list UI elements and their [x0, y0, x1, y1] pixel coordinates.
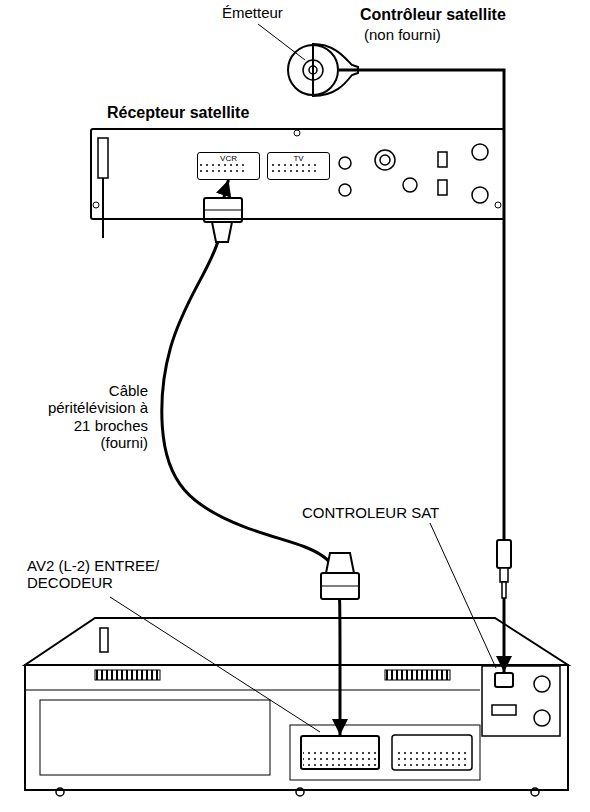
- antenna-socket: [380, 155, 390, 165]
- jack-plug-tip: [502, 582, 506, 598]
- cable: [162, 180, 340, 735]
- emitter-lens: [303, 60, 323, 80]
- screw: [294, 130, 300, 136]
- panel-line: [25, 690, 480, 691]
- antenna-socket: [375, 150, 395, 170]
- panel-recess: [290, 725, 480, 780]
- screw: [495, 202, 501, 208]
- device-title: Contrôleur satellite: [360, 6, 506, 24]
- port-name: TV: [268, 154, 329, 163]
- scart-plug-boot: [212, 222, 232, 242]
- jack-plug: [500, 568, 508, 582]
- vcr-post: [100, 628, 108, 652]
- power-cord: [102, 178, 104, 238]
- device-title: Récepteur satellite: [107, 104, 249, 122]
- vent-slots: [385, 670, 450, 680]
- scart-port: VCR: [197, 152, 260, 180]
- vcr-rear-panel: [25, 665, 568, 790]
- scart-pins: [198, 164, 247, 175]
- scart-plug: [321, 573, 359, 599]
- rca-jack: [339, 157, 351, 169]
- jack-plug: [497, 540, 511, 568]
- foot: [531, 788, 539, 796]
- rca-jack: [534, 676, 550, 692]
- foot: [296, 788, 304, 796]
- port-name: VCR: [198, 154, 259, 163]
- foot: [56, 788, 64, 796]
- emitter-lens: [309, 66, 317, 74]
- socket: [403, 178, 417, 192]
- scart-port: [392, 735, 472, 770]
- port-name: AV2 (L-2) ENTREE/ DECODEUR: [27, 557, 197, 592]
- rca-jack: [534, 710, 550, 726]
- cable-label: Câble péritélévision à 21 broches (fourn…: [28, 382, 148, 451]
- scart-port: TV: [267, 152, 330, 180]
- screw: [93, 202, 99, 208]
- scart-port: AV2 (L-2) ENTREE/ DECODEUR: [300, 735, 380, 770]
- device-note: (non fourni): [364, 26, 441, 43]
- jack-socket: CONTROLEUR SAT: [494, 672, 514, 688]
- vcr-top: [25, 618, 568, 665]
- scart-pins: [395, 752, 469, 766]
- switch: [492, 705, 516, 715]
- switch: [438, 152, 447, 167]
- scart-plug-boot: [326, 553, 354, 573]
- port-name: CONTROLEUR SAT: [302, 504, 439, 521]
- leader-line: [430, 523, 496, 668]
- scart-plug: [321, 586, 359, 587]
- scart-pins: [268, 164, 317, 175]
- switch: [438, 180, 447, 195]
- scart-pins: [303, 752, 377, 766]
- satellite-receiver: Récepteur satelliteVCRTV: [90, 128, 505, 220]
- satellite-controller: Contrôleur satellite(non fourni): [287, 44, 339, 96]
- cable: [339, 70, 504, 672]
- rf-socket: [472, 144, 488, 160]
- vent-slots: [95, 670, 160, 680]
- jack-panel: [482, 666, 560, 736]
- scart-plug: [204, 210, 242, 211]
- panel-recess: [40, 700, 270, 775]
- power-cord-socket: [98, 138, 108, 178]
- rf-socket: [472, 187, 488, 203]
- leader-line: [258, 24, 305, 60]
- part-label: Émetteur: [222, 4, 283, 21]
- rca-jack: [339, 184, 351, 196]
- leader-line: [110, 597, 320, 732]
